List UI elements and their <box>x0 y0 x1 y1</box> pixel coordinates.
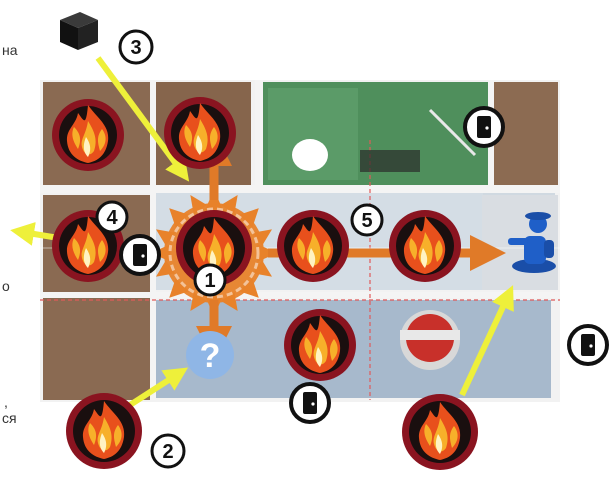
door-token-left <box>121 236 159 274</box>
marker-4: 4 <box>97 202 127 232</box>
door-token-icon <box>121 236 159 274</box>
marker-2-label: 2 <box>162 441 173 463</box>
fire-token-5 <box>389 210 461 282</box>
marker-3-label: 3 <box>130 37 141 59</box>
fire-token-4 <box>277 210 349 282</box>
damage-cube-icon <box>60 12 98 50</box>
marker-5-label: 5 <box>361 210 372 232</box>
marker-2: 2 <box>152 435 184 467</box>
door-token-icon <box>569 326 607 364</box>
side-text-bottom-1: , <box>4 394 8 410</box>
marker-5: 5 <box>352 205 382 235</box>
point-of-interest-question-icon: ? <box>186 331 234 379</box>
svg-text:?: ? <box>200 337 221 375</box>
marker-1: 1 <box>195 265 225 295</box>
side-text-mid: о <box>2 278 10 294</box>
fire-token-7 <box>66 393 142 469</box>
door-token-icon <box>465 108 503 146</box>
fire-token-6 <box>284 309 356 381</box>
fire-token-8 <box>402 394 478 470</box>
door-token-icon <box>291 384 329 422</box>
marker-1-label: 1 <box>204 270 215 292</box>
side-text-top: на <box>2 42 18 58</box>
marker-4-label: 4 <box>106 207 118 229</box>
marker-3: 3 <box>120 31 152 63</box>
side-text-bottom-2: ся <box>2 410 17 426</box>
fire-token-1 <box>52 99 124 171</box>
door-token-right <box>569 326 607 364</box>
door-token-top <box>465 108 503 146</box>
fire-token-2 <box>164 97 236 169</box>
door-token-bottom <box>291 384 329 422</box>
